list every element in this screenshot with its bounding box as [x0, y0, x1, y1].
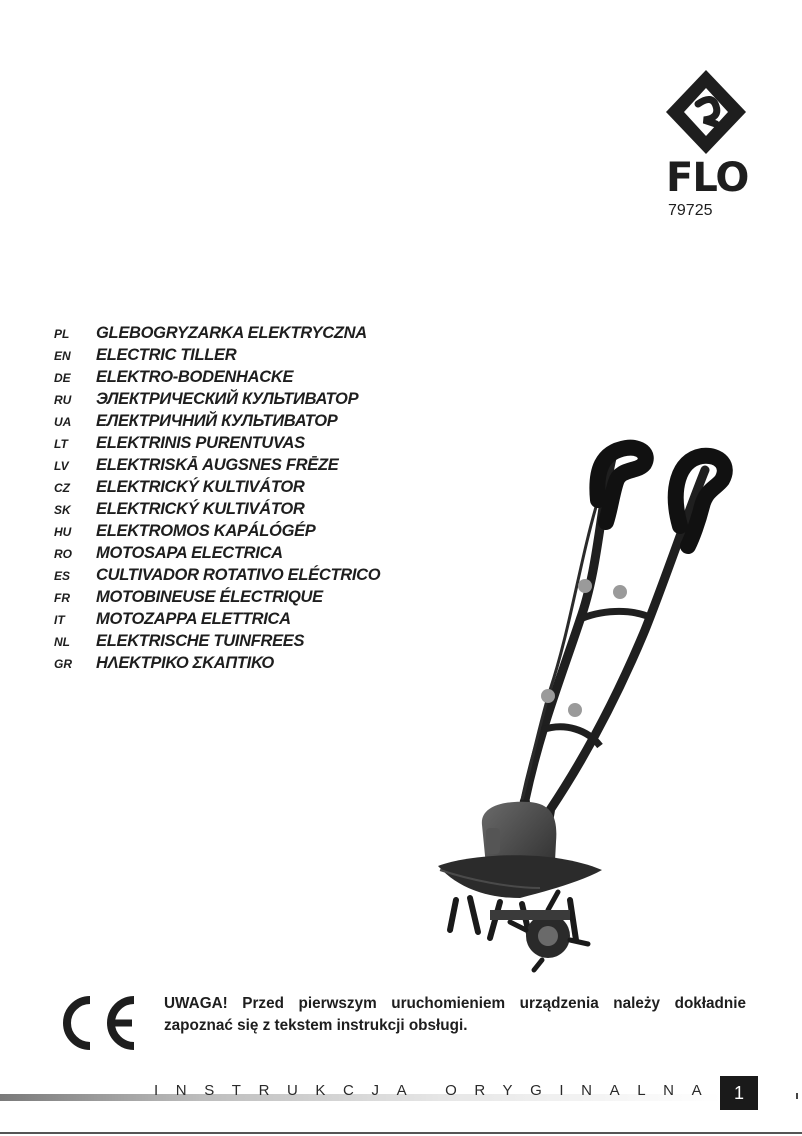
title-row: HU ELEKTROMOS KAPÁLÓGÉP	[54, 522, 380, 544]
title-text: MOTOSAPA ELECTRICA	[96, 544, 283, 562]
title-row: LV ELEKTRISKĀ AUGSNES FRĒZE	[54, 456, 380, 478]
title-row: RU ЭЛЕКТРИЧЕСКИЙ КУЛЬТИВАТОР	[54, 390, 380, 412]
lang-code: CZ	[54, 481, 70, 495]
flo-logo-icon	[664, 68, 748, 156]
lang-code: UA	[54, 415, 72, 429]
title-list: PL GLEBOGRYZARKA ELEKTRYCZNA EN ELECTRIC T…	[54, 324, 381, 676]
lang-code: LV	[54, 459, 69, 473]
title-text: ELEKTROMOS KAPÁLÓGÉP	[96, 522, 316, 540]
title-row: PL GLEBOGRYZARKA ELEKTRYCZNA	[54, 324, 380, 346]
title-row: IT MOTOZAPPA ELETTRICA	[54, 610, 380, 632]
brand-name: FLO	[666, 155, 749, 201]
title-text: ELEKTRISCHE TUINFREES	[96, 632, 305, 650]
bottom-rule	[0, 1132, 802, 1134]
footer-divider	[0, 1094, 802, 1101]
lang-code: LT	[54, 437, 68, 451]
ce-mark-icon	[52, 994, 138, 1052]
tiller-illustration	[430, 430, 760, 975]
lang-code: IT	[54, 613, 65, 627]
lang-code: FR	[54, 591, 70, 605]
title-text: ELEKTRICKÝ KULTIVÁTOR	[96, 500, 305, 518]
title-text: MOTOBINEUSE ÉLECTRIQUE	[96, 588, 323, 606]
lang-code: HU	[54, 525, 72, 539]
title-text: ΗΛΕΚΤΡΙΚΟ ΣΚΑΠΤΙΚΟ	[96, 654, 274, 672]
title-row: FR MOTOBINEUSE ÉLECTRIQUE	[54, 588, 380, 610]
title-text: MOTOZAPPA ELETTRICA	[96, 610, 291, 628]
title-text: ELECTRIC TILLER	[96, 346, 237, 364]
title-row: GR ΗΛΕΚΤΡΙΚΟ ΣΚΑΠΤΙΚΟ	[54, 654, 380, 676]
title-row: SK ELEKTRICKÝ KULTIVÁTOR	[54, 500, 380, 522]
page-number: 1	[720, 1076, 758, 1110]
title-row: LT ELEKTRINIS PURENTUVAS	[54, 434, 380, 456]
title-text: ELEKTRICKÝ KULTIVÁTOR	[96, 478, 305, 496]
title-row: DE ELEKTRO-BODENHACKE	[54, 368, 380, 390]
title-text: CULTIVADOR ROTATIVO ELÉCTRICO	[96, 566, 381, 584]
title-row: RO MOTOSAPA ELECTRICA	[54, 544, 380, 566]
lang-code: SK	[54, 503, 71, 517]
lang-code: EN	[54, 349, 71, 363]
lang-code: RO	[54, 547, 72, 561]
title-row: CZ ELEKTRICKÝ KULTIVÁTOR	[54, 478, 380, 500]
lang-code: RU	[54, 393, 72, 407]
title-text: GLEBOGRYZARKA ELEKTRYCZNA	[96, 324, 367, 342]
title-row: ES CULTIVADOR ROTATIVO ELÉCTRICO	[54, 566, 381, 588]
edge-mark	[796, 1093, 798, 1099]
title-text: ЕЛЕКТРИЧНИЙ КУЛЬТИВАТОР	[96, 412, 338, 430]
title-text: ELEKTRINIS PURENTUVAS	[96, 434, 305, 452]
lang-code: NL	[54, 635, 70, 649]
warning-text: UWAGA! Przed pierwszym uruchomieniem urz…	[164, 995, 746, 1034]
title-text: ELEKTRISKĀ AUGSNES FRĒZE	[96, 456, 339, 474]
title-row: NL ELEKTRISCHE TUINFREES	[54, 632, 380, 654]
lang-code: PL	[54, 327, 70, 341]
lang-code: GR	[54, 657, 72, 671]
footer-label: INSTRUKCJA ORYGINALNA	[154, 1082, 720, 1099]
title-row: EN ELECTRIC TILLER	[54, 346, 380, 368]
title-row: UA ЕЛЕКТРИЧНИЙ КУЛЬТИВАТОР	[54, 412, 380, 434]
lang-code: ES	[54, 569, 71, 583]
title-text: ELEKTRO-BODENHACKE	[96, 368, 294, 386]
model-number: 79725	[668, 202, 713, 219]
lang-code: DE	[54, 371, 71, 385]
title-text: ЭЛЕКТРИЧЕСКИЙ КУЛЬТИВАТОР	[96, 390, 359, 408]
